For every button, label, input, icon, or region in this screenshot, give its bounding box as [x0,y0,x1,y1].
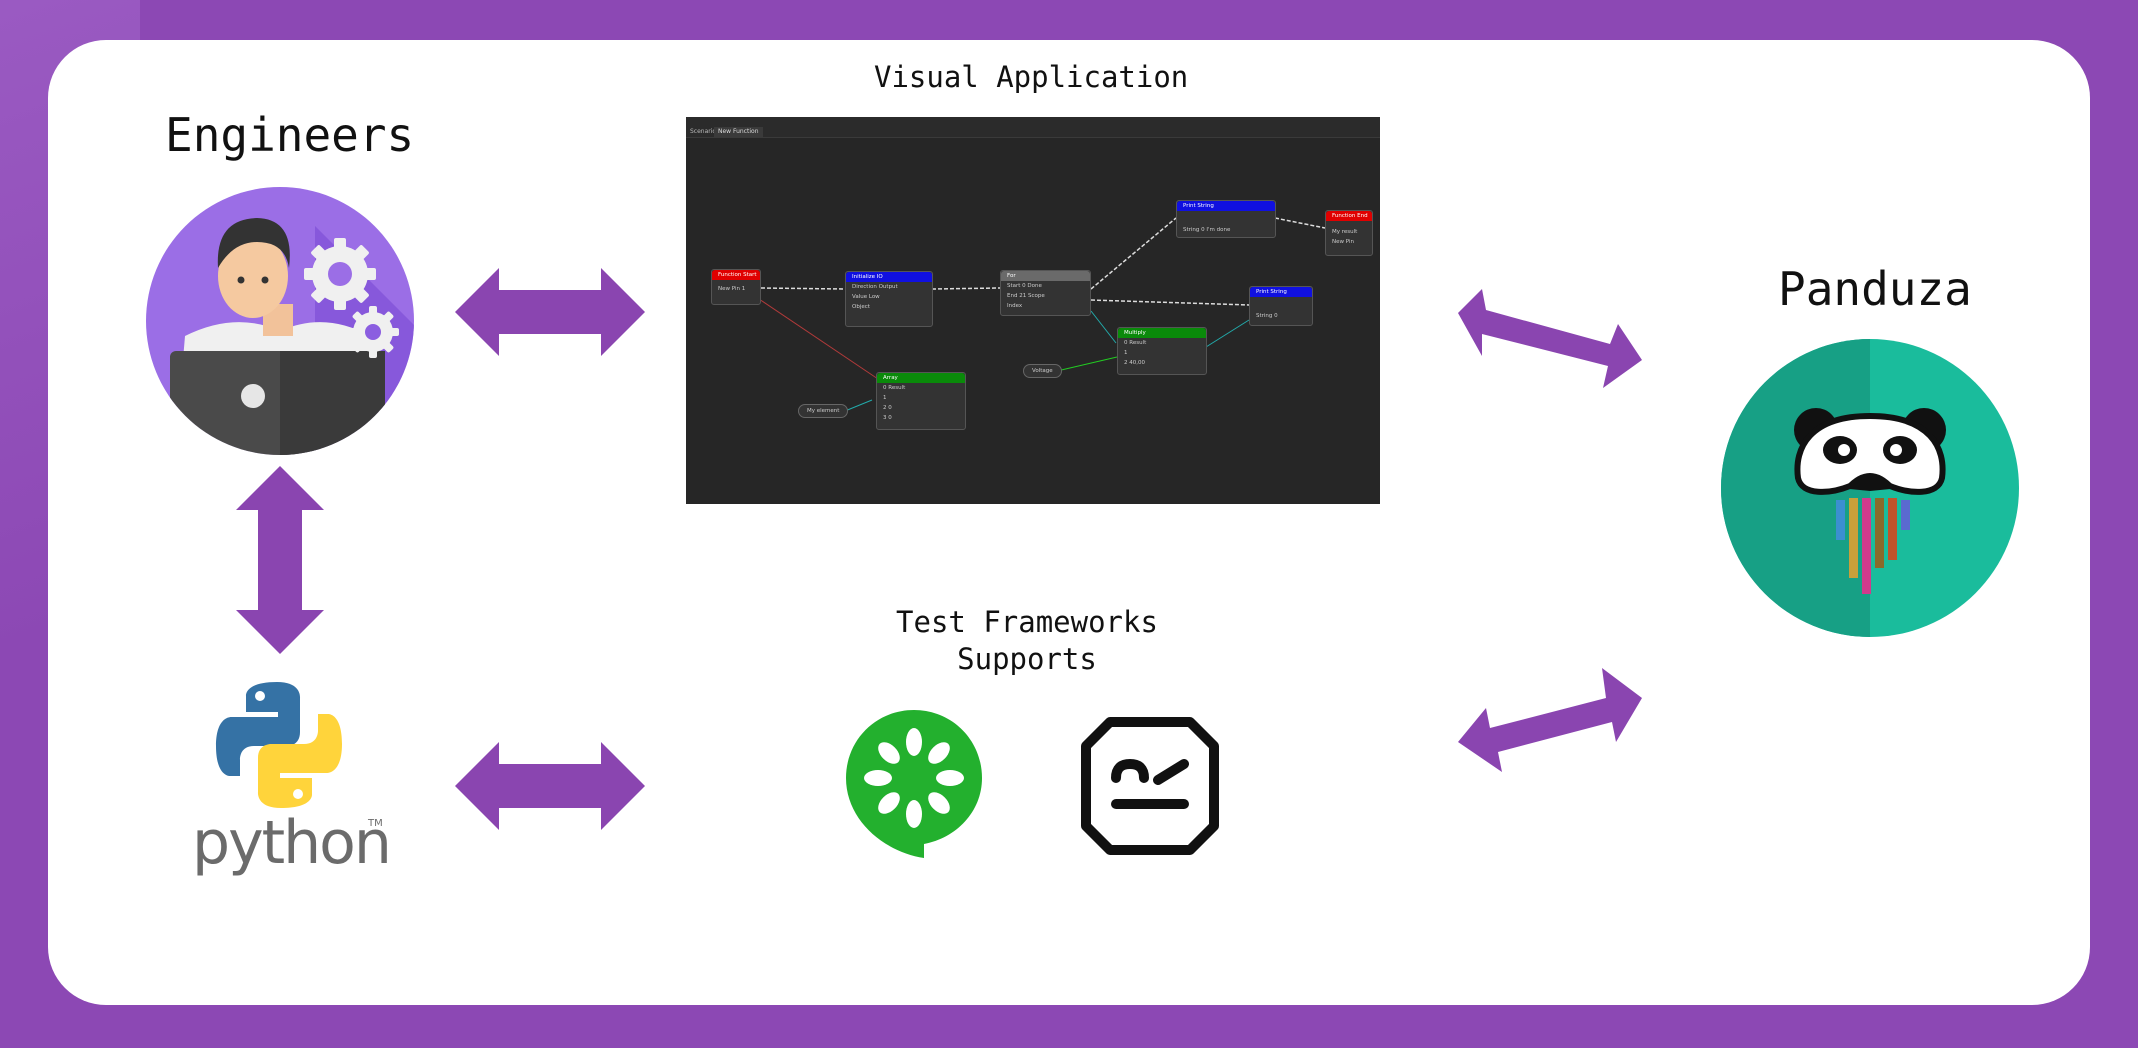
node-initialize-io-row: Value Low [852,294,880,300]
node-function-end-row: My result [1332,229,1358,235]
node-function-end-title: Function End [1326,211,1372,221]
pill-my-element[interactable]: My element [798,404,849,418]
tab-new-function[interactable]: New Function [714,127,763,137]
node-initialize-io-title: Initialize IO [846,272,932,282]
python-tests-arrow [455,742,645,830]
robot-framework-logo-icon [1081,717,1219,855]
node-for-row: Index [1007,303,1023,309]
engineers-python-arrow [236,466,324,654]
engineers-label: Engineers [165,108,415,162]
node-array[interactable]: Array 0 Result 1 2 0 3 0 [876,372,966,430]
node-initialize-io-row: Object [852,304,870,310]
visual-panduza-arrow [1458,289,1642,388]
node-print-string[interactable]: Print String String 0 I'm done [1176,200,1276,238]
node-print-string-2-title: Print String [1250,287,1312,297]
node-multiply-row: 1 [1124,350,1128,356]
node-for[interactable]: For Start 0 Done End 21 Scope Index [1000,270,1091,316]
engineer-avatar-icon [146,187,414,455]
node-function-start-title: Function Start [712,270,760,280]
panduza-label: Panduza [1778,262,1972,316]
engineers-visual-arrow [455,268,645,356]
node-array-row: 1 [883,395,887,401]
node-function-start[interactable]: Function Start New Pin 1 [711,269,761,305]
node-multiply[interactable]: Multiply 0 Result 1 2 40,00 [1117,327,1207,375]
test-frameworks-line1: Test Frameworks [896,605,1158,639]
node-multiply-row: 2 40,00 [1124,360,1145,366]
tab-scenario[interactable]: Scenario [690,128,717,135]
node-print-string-2-row: String 0 [1256,313,1278,319]
node-array-title: Array [877,373,965,383]
visual-application-label: Visual Application [874,60,1189,94]
node-print-string-row: String 0 I'm done [1183,227,1231,233]
node-initialize-io-row: Direction Output [852,284,898,290]
python-tm: TM [368,818,383,829]
python-wordmark: python [192,808,392,878]
node-initialize-io[interactable]: Initialize IO Direction Output Value Low… [845,271,933,327]
editor-tab-bar [686,117,1380,138]
test-frameworks-line2: Supports [957,642,1097,676]
node-for-row: Start 0 Done [1007,283,1042,289]
node-for-row: End 21 Scope [1007,293,1045,299]
node-function-start-row: New Pin 1 [718,286,746,292]
visual-application-screenshot: Scenario New Function Function Start New… [686,117,1380,504]
node-array-row: 3 0 [883,415,892,421]
node-function-end[interactable]: Function End My result New Pin [1325,210,1373,256]
node-array-row: 0 Result [883,385,906,391]
editor-connections [755,217,1326,412]
node-print-string-title: Print String [1177,201,1275,211]
node-print-string-2[interactable]: Print String String 0 [1249,286,1313,326]
node-function-end-row: New Pin [1332,239,1354,245]
python-logo-icon [216,682,342,808]
panduza-logo-icon [1721,339,2019,637]
node-multiply-title: Multiply [1118,328,1206,338]
test-frameworks-label: Test Frameworks Supports [840,604,1214,678]
node-for-title: For [1001,271,1090,281]
tests-panduza-arrow [1458,668,1642,772]
node-multiply-row: 0 Result [1124,340,1147,346]
node-array-row: 2 0 [883,405,892,411]
cucumber-logo-icon [846,710,982,858]
pill-voltage[interactable]: Voltage [1023,364,1062,378]
